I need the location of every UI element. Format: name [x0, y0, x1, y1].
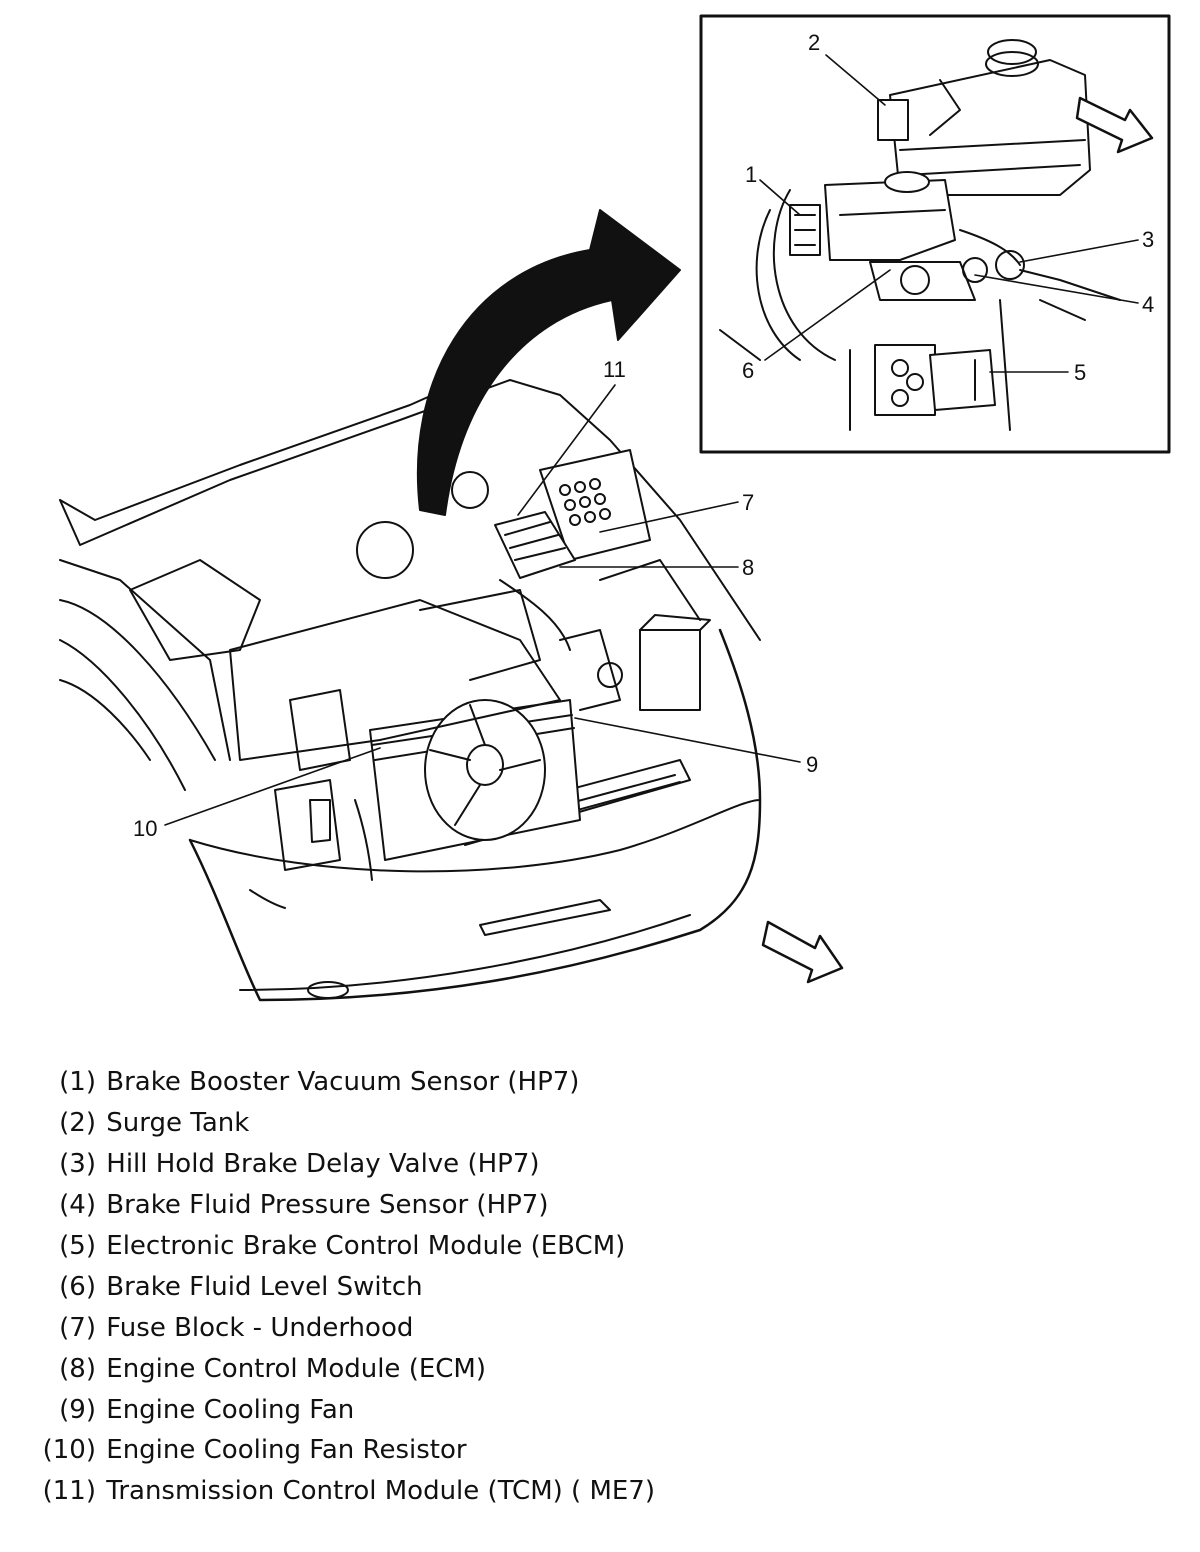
fuse-block	[539, 449, 651, 561]
callout-8: 8	[742, 555, 754, 580]
legend-number: (8)	[59, 1353, 96, 1384]
legend-text: Surge Tank	[106, 1108, 250, 1139]
engine-control-module	[494, 511, 576, 579]
legend-number: (9)	[59, 1394, 96, 1425]
legend-text: Engine Cooling Fan Resistor	[106, 1435, 467, 1466]
legend-item: (7) Fuse Block - Underhood	[30, 1307, 930, 1348]
legend-text: Engine Control Module (ECM)	[106, 1353, 486, 1384]
legend-item: (9) Engine Cooling Fan	[30, 1389, 930, 1430]
engine-compartment-diagram: 1 2 3 4 5 6 7 8 9 10 11	[59, 14, 1171, 1002]
legend-item: (11) Transmission Control Module (TCM) (…	[30, 1471, 930, 1512]
callout-7: 7	[742, 490, 754, 515]
component-legend: (1) Brake Booster Vacuum Sensor (HP7) (2…	[30, 1062, 930, 1512]
legend-item: (1) Brake Booster Vacuum Sensor (HP7)	[30, 1062, 930, 1103]
legend-text: Hill Hold Brake Delay Valve (HP7)	[106, 1149, 540, 1180]
callout-2: 2	[808, 30, 820, 55]
callout-6: 6	[742, 358, 754, 383]
forward-arrow-icon	[761, 920, 844, 984]
vehicle-front-view	[59, 364, 844, 1002]
legend-text: Fuse Block - Underhood	[106, 1312, 414, 1343]
legend-text: Brake Fluid Pressure Sensor (HP7)	[106, 1190, 549, 1221]
legend-item: (8) Engine Control Module (ECM)	[30, 1348, 930, 1389]
leader-lines	[164, 54, 1139, 826]
inset-detail-panel	[699, 14, 1171, 454]
legend-number: (5)	[59, 1231, 96, 1261]
front-bumper	[188, 628, 762, 1002]
legend-number: (3)	[59, 1149, 96, 1180]
callout-5: 5	[1074, 360, 1086, 385]
legend-number: (11)	[42, 1476, 96, 1507]
surge-tank	[877, 39, 1091, 196]
cooling-fan	[424, 699, 546, 841]
legend-item: (3) Hill Hold Brake Delay Valve (HP7)	[30, 1144, 930, 1185]
legend-text: Electronic Brake Control Module (EBCM)	[106, 1231, 626, 1261]
legend-text: Engine Cooling Fan	[106, 1394, 355, 1425]
legend-item: (5) Electronic Brake Control Module (EBC…	[30, 1226, 930, 1267]
legend-number: (10)	[42, 1435, 96, 1466]
ebcm-module	[874, 344, 996, 416]
legend-item: (4) Brake Fluid Pressure Sensor (HP7)	[30, 1185, 930, 1226]
legend-number: (1)	[59, 1067, 96, 1098]
legend-number: (7)	[59, 1312, 96, 1343]
brake-booster	[772, 189, 836, 361]
legend-text: Brake Fluid Level Switch	[106, 1271, 423, 1302]
callout-4: 4	[1142, 292, 1154, 317]
legend-number: (4)	[59, 1190, 96, 1221]
legend-number: (6)	[59, 1271, 96, 1302]
legend-item: (6) Brake Fluid Level Switch	[30, 1266, 930, 1307]
callout-labels: 1 2 3 4 5 6 7 8 9 10 11	[133, 30, 1154, 841]
callout-9: 9	[806, 752, 818, 777]
legend-number: (2)	[59, 1108, 96, 1139]
callout-1: 1	[745, 162, 757, 187]
callout-10: 10	[133, 816, 157, 841]
callout-3: 3	[1142, 227, 1154, 252]
brake-fluid-reservoir	[824, 171, 976, 301]
legend-text: Brake Booster Vacuum Sensor (HP7)	[106, 1067, 580, 1098]
legend-item: (10) Engine Cooling Fan Resistor	[30, 1430, 930, 1471]
legend-item: (2) Surge Tank	[30, 1103, 930, 1144]
callout-11: 11	[603, 357, 626, 382]
forward-arrow-icon	[1075, 96, 1154, 154]
legend-text: Transmission Control Module (TCM) ( ME7)	[106, 1476, 655, 1507]
callout-arrow-icon	[416, 209, 681, 516]
